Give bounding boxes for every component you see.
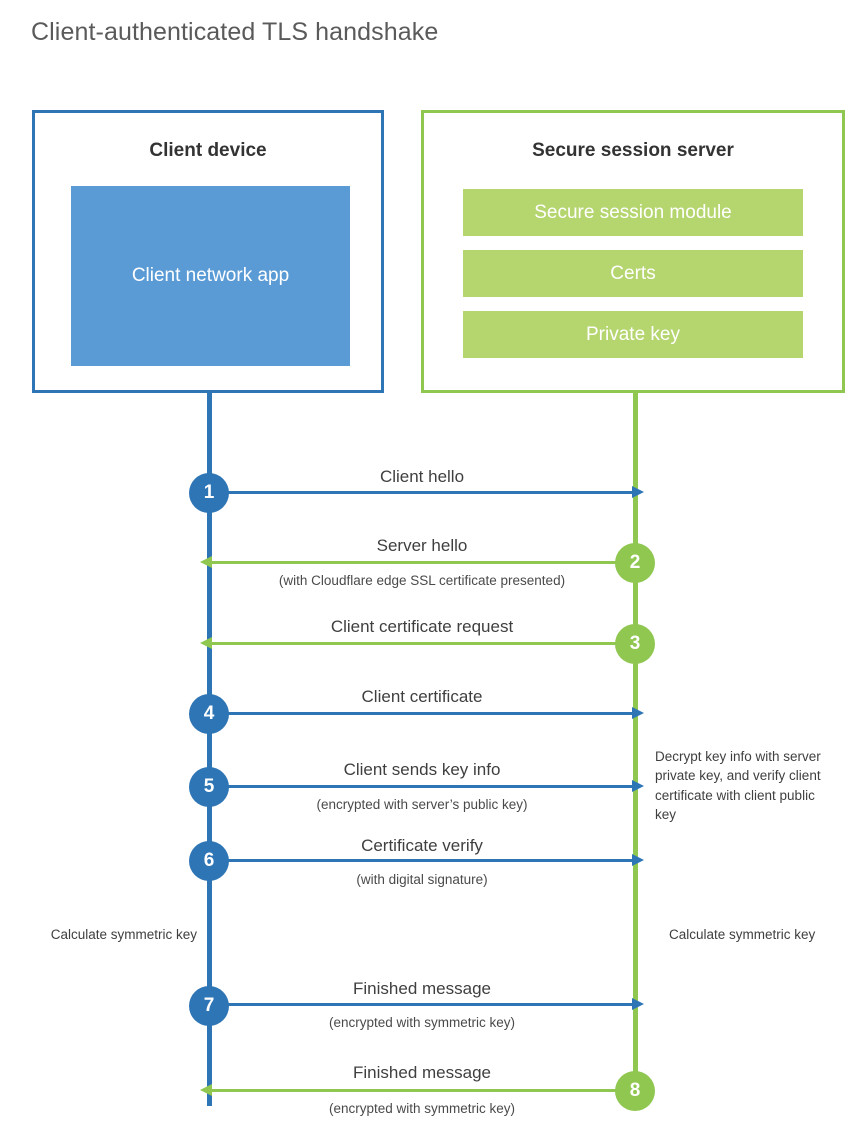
arrow-head-left-icon [200, 556, 212, 568]
step-5-arrow [209, 780, 644, 792]
server-module-stack: Secure session module Certs Private key [463, 189, 803, 372]
secure-session-server-title: Secure session server [532, 140, 734, 161]
step-6-circle[interactable]: 6 [189, 841, 229, 881]
step-2-circle[interactable]: 2 [615, 543, 655, 583]
client-lifeline [207, 391, 212, 1106]
step-8-circle[interactable]: 8 [615, 1071, 655, 1111]
step-7-sublabel: (encrypted with symmetric key) [328, 1015, 516, 1030]
step-6-sublabel: (with digital signature) [356, 872, 488, 887]
step-7-arrow [209, 998, 644, 1010]
step-5-circle[interactable]: 5 [189, 767, 229, 807]
server-decrypt-note: Decrypt key info with server private key… [655, 749, 821, 822]
step-7-label: Finished message [353, 979, 491, 998]
client-device-title: Client device [149, 140, 267, 161]
server-module-secure-session: Secure session module [463, 189, 803, 236]
step-8-arrow [200, 1084, 635, 1096]
arrow-head-right-icon [632, 780, 644, 792]
step-7-circle[interactable]: 7 [189, 986, 229, 1026]
step-6-arrow [209, 854, 644, 866]
step-5-label: Client sends key info [343, 760, 501, 779]
step-3-arrow [200, 637, 635, 649]
arrow-head-left-icon [200, 1084, 212, 1096]
step-1-arrow [209, 486, 644, 498]
server-lifeline [633, 391, 638, 1093]
secure-session-server-box: Secure session server Secure session mod… [421, 110, 845, 393]
step-6-label: Certificate verify [361, 836, 483, 855]
arrow-head-right-icon [632, 998, 644, 1010]
step-1-circle[interactable]: 1 [189, 473, 229, 513]
arrow-head-right-icon [632, 707, 644, 719]
step-4-arrow [209, 707, 644, 719]
page-title: Client-authenticated TLS handshake [31, 18, 439, 46]
step-2-arrow [200, 556, 635, 568]
step-2-sublabel: (with Cloudflare edge SSL certificate pr… [278, 573, 566, 588]
step-8-sublabel: (encrypted with symmetric key) [328, 1101, 516, 1116]
arrow-head-right-icon [632, 854, 644, 866]
server-calculate-symmetric-key-note: Calculate symmetric key [669, 927, 816, 942]
step-4-circle[interactable]: 4 [189, 694, 229, 734]
step-1-label: Client hello [379, 467, 465, 486]
step-5-sublabel: (encrypted with server’s public key) [316, 797, 528, 812]
step-8-label: Finished message [353, 1063, 491, 1082]
arrow-head-right-icon [632, 486, 644, 498]
arrow-head-left-icon [200, 637, 212, 649]
step-3-label: Client certificate request [330, 617, 514, 636]
step-3-circle[interactable]: 3 [615, 624, 655, 664]
step-4-label: Client certificate [361, 687, 483, 706]
client-calculate-symmetric-key-note: Calculate symmetric key [50, 927, 197, 942]
server-module-private-key: Private key [463, 311, 803, 358]
step-2-label: Server hello [376, 536, 468, 555]
client-device-box: Client device Client network app [32, 110, 384, 393]
server-module-certs: Certs [463, 250, 803, 297]
client-network-app-box: Client network app [71, 186, 350, 366]
